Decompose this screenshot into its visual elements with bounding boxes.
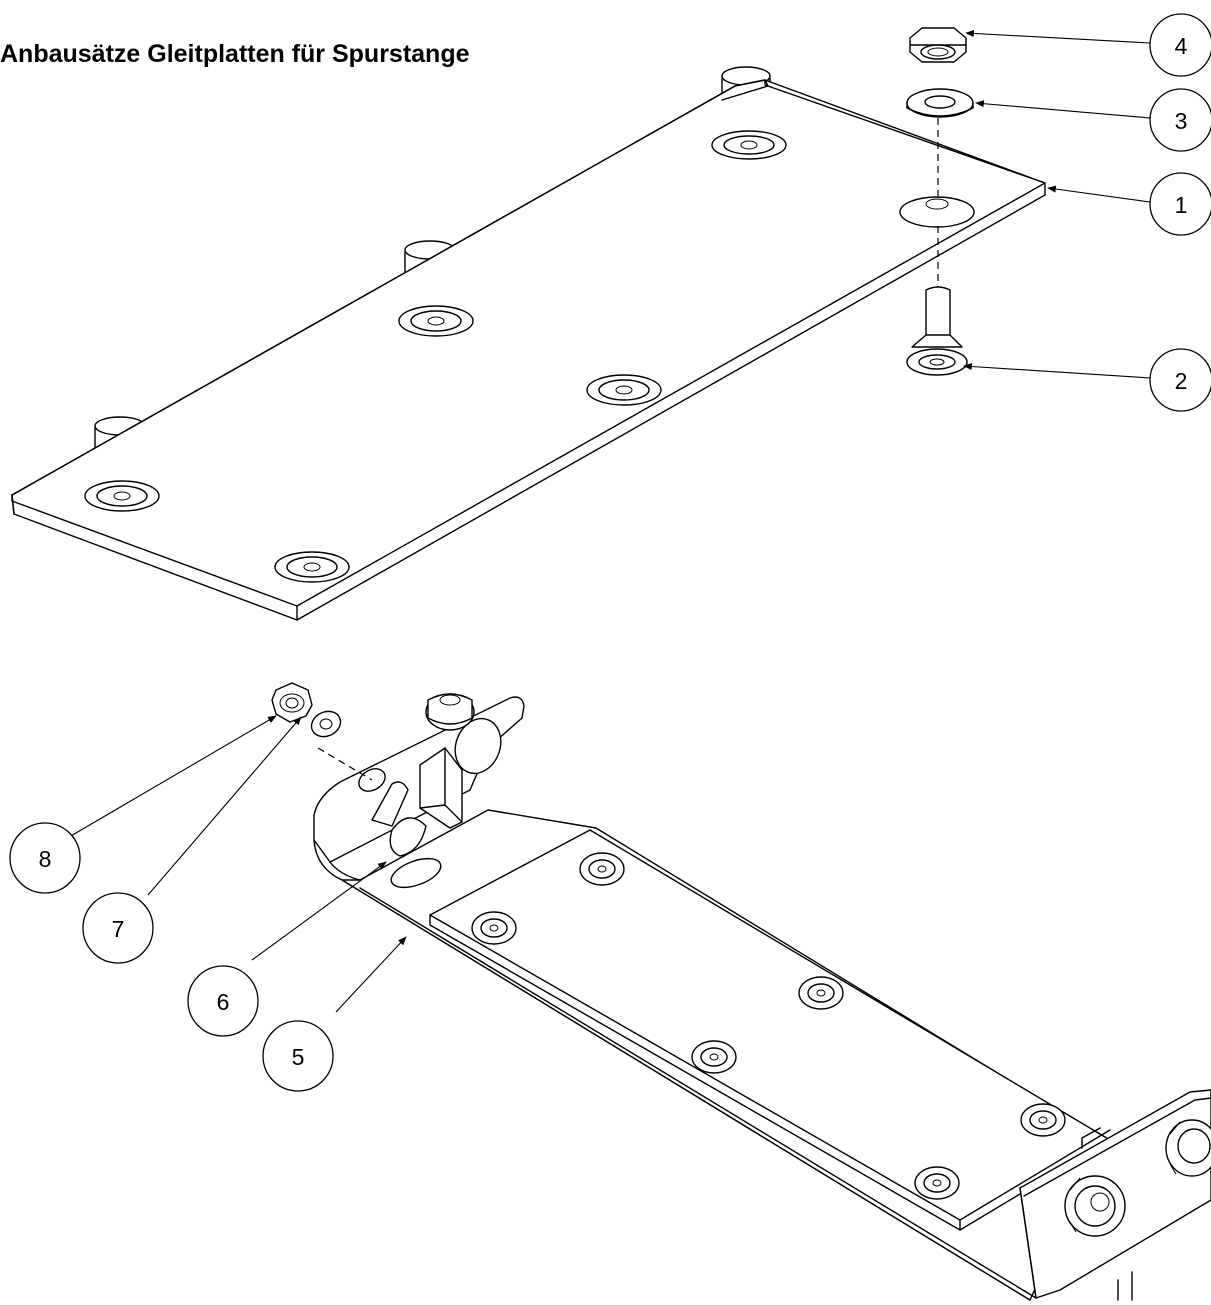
callout-bubble-5: 5 (262, 1020, 334, 1092)
countersunk-hole (711, 130, 787, 160)
callout-label: 5 (292, 1044, 305, 1070)
countersunk-hole (84, 480, 160, 512)
countersunk-hole (899, 196, 975, 228)
hex-nut-part-8 (271, 682, 313, 723)
hex-nut-part-4 (909, 27, 967, 63)
countersunk-hole (1020, 1103, 1066, 1137)
countersunk-bolt-part-2 (906, 286, 968, 376)
countersunk-bolt-part-6 (371, 781, 442, 889)
callout-label: 2 (1175, 368, 1188, 394)
callout-bubble-1: 1 (1149, 172, 1211, 236)
callout-label: 7 (112, 916, 125, 942)
callout-label: 4 (1175, 33, 1188, 59)
leader-lines (63, 29, 1151, 1013)
countersunk-hole (691, 1040, 737, 1074)
callout-bubble-2: 2 (1149, 348, 1211, 412)
flange-bolt (1064, 1175, 1126, 1237)
countersunk-hole (398, 305, 474, 337)
slide-plate-top (11, 66, 1046, 621)
callout-bubble-4: 4 (1149, 13, 1211, 77)
washer-part-3 (906, 88, 974, 118)
callout-bubble-3: 3 (1149, 88, 1211, 152)
drawing-title: Anbausätze Gleitplatten für Spurstange (0, 40, 470, 68)
countersunk-hole (586, 374, 662, 406)
countersunk-hole (274, 551, 350, 583)
callout-label: 1 (1175, 192, 1188, 218)
callout-label: 6 (217, 989, 230, 1015)
countersunk-hole (579, 852, 625, 886)
callout-bubble-8: 8 (9, 822, 81, 894)
assembly-axis-line (317, 747, 373, 781)
callout-bubble-7: 7 (82, 892, 154, 964)
callout-label: 8 (39, 846, 52, 872)
flange-bolt (1165, 1119, 1211, 1177)
countersunk-hole (471, 911, 517, 945)
callout-bubble-6: 6 (187, 965, 259, 1037)
washer-part-7 (310, 710, 342, 738)
countersunk-hole (798, 976, 844, 1010)
bracket-part-5 (313, 696, 1211, 1301)
flange-hole-with-bolt (358, 693, 502, 792)
countersunk-hole (914, 1166, 960, 1200)
callout-label: 3 (1175, 108, 1188, 134)
